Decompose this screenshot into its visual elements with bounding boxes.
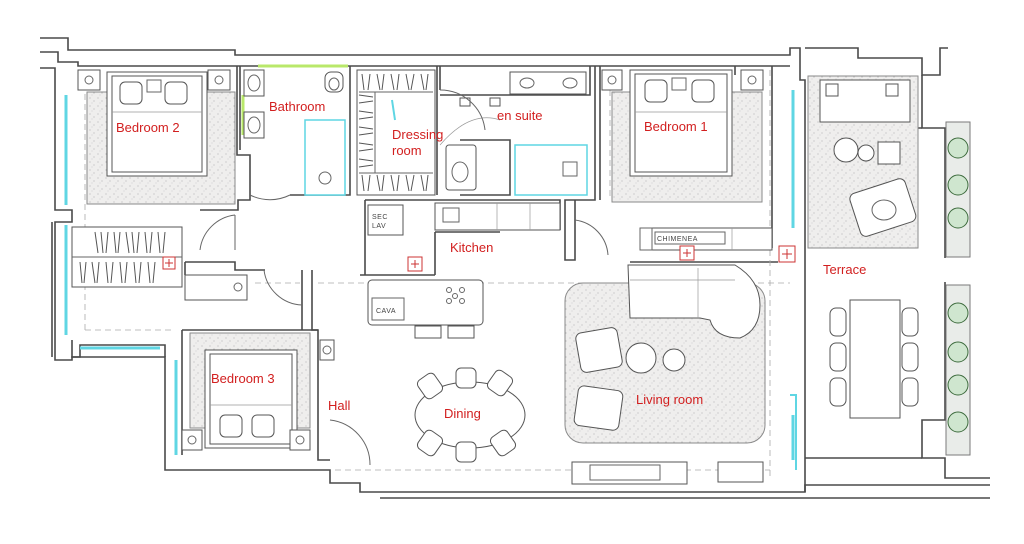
room-label-dressing-line2: room bbox=[392, 143, 422, 158]
bathroom-fixtures bbox=[243, 69, 346, 196]
room-label-bathroom: Bathroom bbox=[269, 99, 325, 114]
room-label-terrace: Terrace bbox=[823, 262, 866, 277]
dining-table bbox=[414, 367, 526, 463]
room-label-dressing-line1: Dressing bbox=[392, 127, 443, 142]
room-label-bedroom-1: Bedroom 1 bbox=[644, 119, 708, 134]
washer-label: LAV bbox=[372, 223, 386, 230]
room-label-dining: Dining bbox=[444, 406, 481, 421]
bedroom-2-furniture bbox=[77, 69, 236, 205]
room-label-bedroom-2: Bedroom 2 bbox=[116, 120, 180, 135]
terrace-furniture bbox=[807, 75, 919, 419]
fireplace-label-bedroom-1: CHIMENEA bbox=[657, 236, 698, 243]
exterior-walls bbox=[40, 37, 990, 499]
red-markers bbox=[162, 245, 796, 272]
kitchen-units: SEC LAV CAVA bbox=[367, 202, 561, 339]
dryer-label: SEC bbox=[372, 214, 388, 221]
terrace-planters bbox=[945, 121, 971, 456]
ceiling-lines bbox=[84, 70, 790, 480]
room-label-kitchen: Kitchen bbox=[450, 240, 493, 255]
room-label-hall: Hall bbox=[328, 398, 351, 413]
living-room-furniture bbox=[564, 264, 797, 485]
dressing-room-closets bbox=[356, 69, 436, 196]
room-label-living-room: Living room bbox=[636, 392, 703, 407]
bedroom-3-furniture bbox=[181, 332, 335, 451]
en-suite-fixtures bbox=[439, 71, 588, 196]
room-labels: Bedroom 2 Bathroom Dressing room en suit… bbox=[116, 99, 866, 421]
bedroom-1-furniture: CHIMENEA bbox=[601, 69, 773, 251]
wardrobe-bedroom-2 bbox=[71, 226, 248, 301]
room-label-en-suite: en suite bbox=[497, 108, 543, 123]
glazing bbox=[64, 64, 795, 460]
doors bbox=[199, 89, 609, 466]
room-label-bedroom-3: Bedroom 3 bbox=[211, 371, 275, 386]
cava-label: CAVA bbox=[376, 308, 396, 315]
